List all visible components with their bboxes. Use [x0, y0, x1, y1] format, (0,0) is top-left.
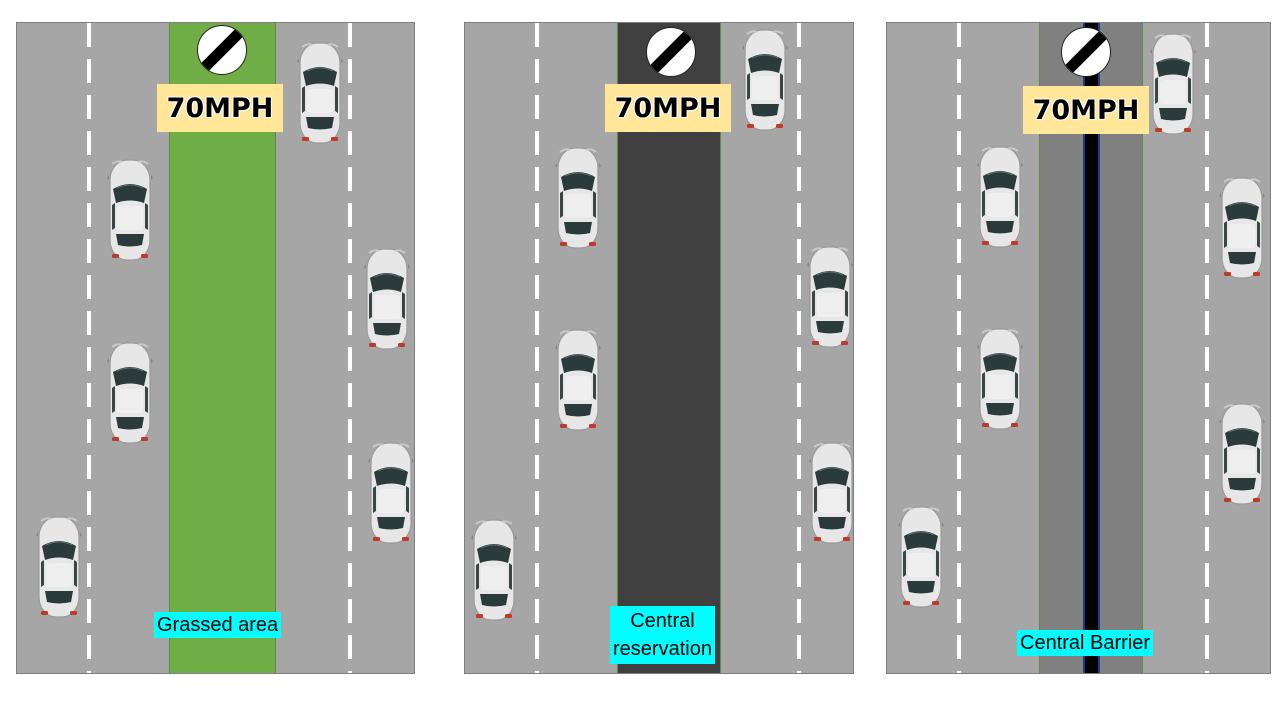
car-icon [297, 41, 343, 145]
car-icon [898, 505, 944, 609]
car-icon [36, 515, 82, 619]
lane-marking [348, 23, 352, 673]
road-panel-reservation: 70MPH Central reservation [464, 22, 854, 674]
median-caption: Central reservation [610, 606, 715, 664]
car-icon [807, 245, 853, 349]
speed-limit-label: 70MPH [1023, 86, 1149, 134]
car-icon [107, 341, 153, 445]
lane-marking [1205, 23, 1209, 673]
car-icon [555, 328, 601, 432]
car-icon [555, 146, 601, 250]
car-icon [471, 518, 517, 622]
national-speed-limit-sign-icon [197, 25, 247, 75]
road-panel-barrier: 70MPH Central Barrier [886, 22, 1271, 674]
lane-marking [87, 23, 91, 673]
road-panel-grassed: 70MPH Grassed area [16, 22, 415, 674]
car-icon [977, 145, 1023, 249]
car-icon [364, 247, 410, 351]
car-icon [368, 441, 414, 545]
car-icon [742, 28, 788, 132]
median-caption: Grassed area [154, 612, 282, 638]
lane-marking [535, 23, 539, 673]
speed-limit-label: 70MPH [157, 84, 283, 132]
median-caption-line: reservation [613, 638, 712, 660]
speed-limit-label: 70MPH [605, 84, 731, 132]
national-speed-limit-sign-icon [646, 27, 696, 77]
median-caption-line: Central [630, 610, 695, 632]
median-caption: Central Barrier [1017, 630, 1154, 656]
lane-marking [957, 23, 961, 673]
car-icon [977, 327, 1023, 431]
car-icon [1219, 176, 1265, 280]
car-icon [1150, 32, 1196, 136]
national-speed-limit-sign-icon [1061, 27, 1111, 77]
car-icon [1219, 402, 1265, 506]
central-barrier [1083, 23, 1100, 673]
car-icon [809, 441, 854, 545]
car-icon [107, 158, 153, 262]
lane-marking [797, 23, 801, 673]
